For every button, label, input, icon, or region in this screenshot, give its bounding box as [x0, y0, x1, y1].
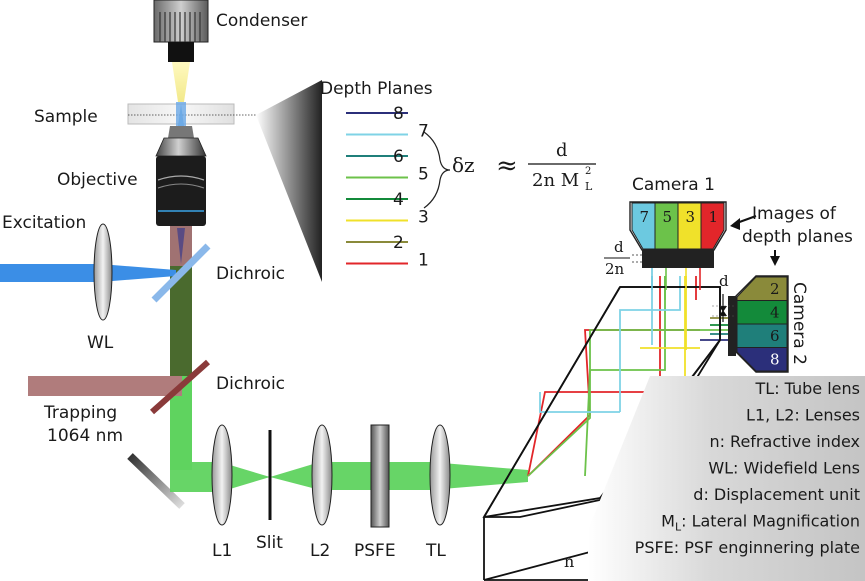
legend-item-3: WL: Widefield Lens — [708, 459, 860, 478]
dichroic-bottom — [150, 359, 210, 415]
formula-approx: ≈ — [496, 151, 518, 181]
objective-label: Objective — [57, 170, 138, 190]
fold-mirror — [127, 453, 185, 509]
objective-cone — [178, 104, 184, 126]
zoom-wedge — [256, 80, 322, 282]
depth-plane-label-2: 2 — [393, 233, 404, 253]
excitation-beam — [0, 264, 176, 282]
lens-l1 — [211, 424, 233, 526]
psfe-plate — [370, 424, 390, 528]
legend-ml-rest: : Lateral Magnification — [681, 512, 860, 531]
excitation-label: Excitation — [2, 213, 86, 233]
camera2-cell-8 — [736, 347, 788, 372]
camera2: 2 4 6 8 — [728, 275, 789, 373]
condenser — [153, 0, 209, 102]
camera1-cell-1 — [700, 202, 725, 250]
depth-plane-label-7: 7 — [418, 122, 429, 142]
d-marker-label: d — [719, 272, 729, 290]
images-label-2: depth planes — [742, 227, 853, 247]
d-over-2n: d 2n — [604, 238, 660, 278]
dichroic-top-label: Dichroic — [216, 264, 285, 284]
objective-shoulder — [155, 137, 207, 157]
legend-item-0: TL: Tube lens — [755, 379, 861, 398]
legend-item-ml: ML: Lateral Magnification — [661, 512, 860, 534]
depth-plane-label-5: 5 — [418, 165, 429, 185]
depth-plane-label-3: 3 — [418, 208, 429, 228]
legend-item-2: n: Refractive index — [709, 432, 860, 451]
l2-label: L2 — [310, 541, 330, 561]
depth-plane-label-4: 4 — [393, 190, 404, 210]
camera1-cell-label-3: 3 — [686, 208, 696, 226]
legend-ml-sub: L — [675, 521, 682, 534]
tube-lens — [429, 424, 451, 526]
camera1-cell-label-1: 1 — [709, 208, 719, 226]
lens-l2 — [311, 424, 333, 526]
formula: δz ≈ d 2n M L 2 — [452, 140, 596, 193]
camera2-cell-label-4: 4 — [770, 304, 780, 322]
l1-label: L1 — [212, 541, 232, 561]
illumination-cone — [172, 62, 190, 102]
depth-brace — [423, 131, 451, 209]
excitation-focus — [177, 228, 185, 264]
camera1-cell-label-5: 5 — [663, 208, 673, 226]
camera2-cells: 2 4 6 8 — [736, 276, 788, 372]
depth-plane-label-1: 1 — [418, 251, 429, 271]
objective-tip — [168, 126, 194, 138]
depth-planes-title: Depth Planes — [320, 79, 433, 99]
depth-plane-label-8: 8 — [393, 104, 404, 124]
camera2-label: Camera 2 — [789, 282, 809, 365]
mixed-beam-vertical — [170, 266, 192, 376]
sample-label: Sample — [34, 107, 98, 127]
images-label-1: Images of — [752, 204, 837, 224]
condenser-nozzle — [168, 42, 194, 62]
formula-superscript: 2 — [585, 166, 591, 177]
legend-ml-m: M — [661, 512, 675, 531]
dichroic-bottom-label: Dichroic — [216, 374, 285, 394]
camera1-cell-label-7: 7 — [640, 208, 650, 226]
psfe-label: PSFE — [354, 541, 396, 561]
camera2-cell-label-6: 6 — [770, 327, 780, 345]
formula-subscript: L — [585, 180, 593, 193]
camera2-cell-label-2: 2 — [770, 280, 780, 298]
prism-n-label: n — [564, 552, 574, 571]
camera1-cell-7 — [631, 202, 656, 250]
depth-plane-label-6: 6 — [393, 147, 404, 167]
condenser-ridges — [159, 12, 201, 42]
widefield-lens — [93, 223, 113, 321]
wl-label: WL — [87, 333, 114, 353]
camera2-mount — [728, 296, 736, 356]
trapping-label-1: Trapping — [43, 403, 117, 423]
slit-label: Slit — [256, 533, 283, 553]
legend-item-6: PSFE: PSF enginnering plate — [635, 538, 860, 557]
formula-lhs: δz — [452, 153, 475, 177]
camera1-label: Camera 1 — [632, 175, 715, 195]
legend-item-4: d: Displacement unit — [693, 485, 860, 504]
d2n-den: 2n — [605, 260, 625, 278]
trapping-label-2: 1064 nm — [47, 426, 123, 446]
camera2-cell-label-8: 8 — [770, 351, 780, 369]
tl-label: TL — [425, 541, 446, 561]
camera1-mount — [642, 250, 714, 268]
formula-numerator: d — [556, 140, 568, 161]
condenser-body — [153, 0, 209, 43]
legend-item-1: L1, L2: Lenses — [746, 406, 860, 425]
condenser-label: Condenser — [216, 11, 307, 31]
objective-barrel — [156, 156, 206, 226]
d2n-num: d — [614, 238, 624, 256]
legend-background — [588, 376, 865, 581]
objective — [155, 126, 207, 226]
camera2-arrow — [770, 256, 780, 266]
dichroic-top — [151, 243, 211, 303]
trapping-beam — [28, 376, 182, 396]
formula-denominator: 2n M — [532, 170, 579, 191]
